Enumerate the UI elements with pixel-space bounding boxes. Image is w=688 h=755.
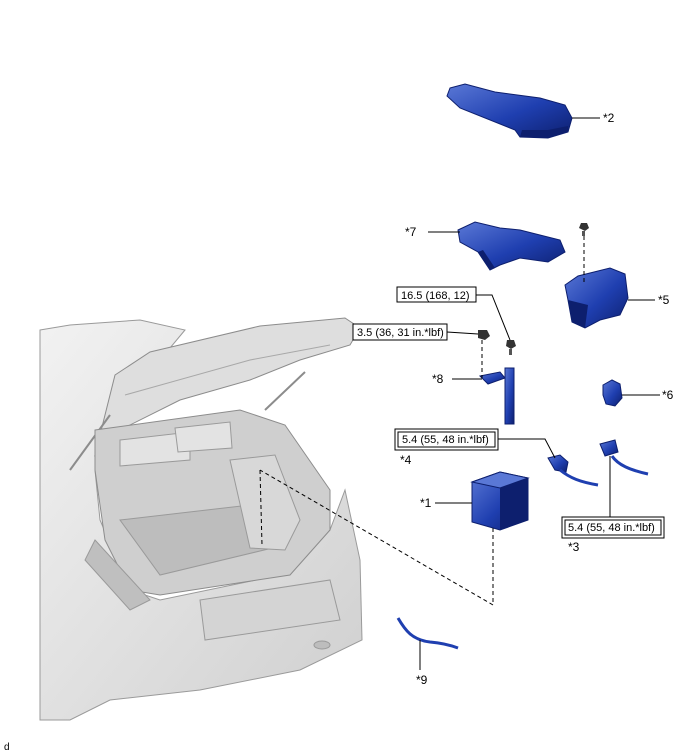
svg-text:5.4 (55, 48 in.*lbf): 5.4 (55, 48 in.*lbf) bbox=[402, 434, 489, 446]
svg-text:5.4 (55, 48 in.*lbf): 5.4 (55, 48 in.*lbf) bbox=[568, 522, 655, 534]
part-8-label: *8 bbox=[432, 372, 444, 386]
part-8-clamp-rod bbox=[478, 367, 515, 425]
vehicle-rear-illustration bbox=[39, 317, 363, 721]
part-7-label: *7 bbox=[405, 225, 417, 239]
part-1-label: *1 bbox=[420, 496, 432, 510]
part-1-battery bbox=[470, 471, 530, 531]
torque-box-terminal-3: 5.4 (55, 48 in.*lbf) bbox=[561, 516, 665, 539]
leader-lines bbox=[419, 117, 660, 670]
part-7-tray bbox=[457, 221, 566, 271]
part-9-label: *9 bbox=[416, 673, 428, 687]
svg-text:3.5 (36, 31 in.*lbf): 3.5 (36, 31 in.*lbf) bbox=[357, 327, 444, 339]
part-3-terminal bbox=[599, 439, 649, 476]
torque-box-bracket-bolt: 16.5 (168, 12) bbox=[396, 286, 477, 303]
install-guide-lines bbox=[259, 236, 585, 606]
part-5-label: *5 bbox=[658, 293, 670, 307]
bolt-icon bbox=[506, 340, 516, 355]
part-6-bracket bbox=[602, 379, 623, 407]
part-4-terminal bbox=[547, 454, 599, 487]
bolt-icon bbox=[579, 223, 589, 236]
svg-text:16.5 (168, 12): 16.5 (168, 12) bbox=[401, 290, 470, 302]
part-3-label: *3 bbox=[568, 540, 580, 554]
part-4-label: *4 bbox=[400, 453, 412, 467]
nut-icon bbox=[478, 330, 490, 340]
part-2-label: *2 bbox=[603, 111, 615, 125]
part-6-label: *6 bbox=[662, 388, 674, 402]
torque-box-nut: 3.5 (36, 31 in.*lbf) bbox=[352, 323, 448, 341]
part-9-vent-hose bbox=[396, 617, 459, 650]
figure-footnote: d bbox=[4, 742, 10, 753]
torque-box-terminal-4: 5.4 (55, 48 in.*lbf) bbox=[394, 428, 499, 451]
